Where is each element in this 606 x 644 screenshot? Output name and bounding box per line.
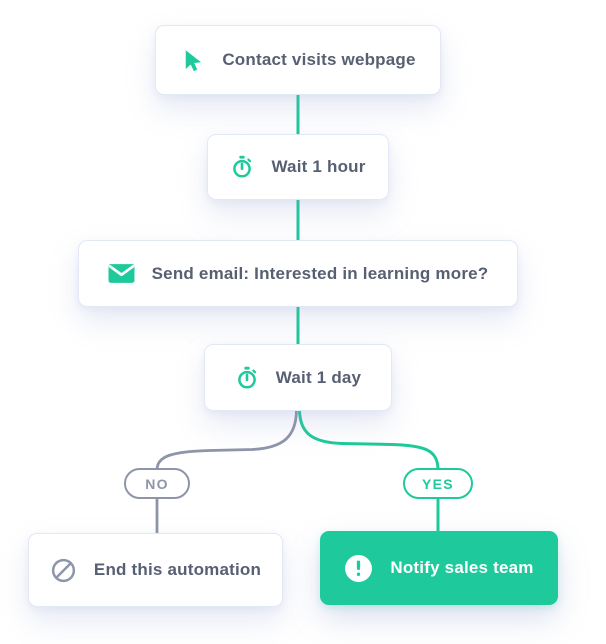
node-wait-1-day[interactable]: Wait 1 day [204,344,392,411]
cursor-icon [180,48,205,73]
branch-curve-yes [298,407,440,472]
branch-label-no: NO [145,475,169,492]
branch-pill-yes[interactable]: YES [403,468,473,499]
node-send-email[interactable]: Send email: Interested in learning more? [78,240,518,307]
branch-curve-no [155,407,298,472]
node-end-this-automation[interactable]: End this automation [28,533,283,607]
node-label: Send email: Interested in learning more? [151,263,489,283]
branch-pill-no[interactable]: NO [124,468,190,499]
node-notify-sales-team[interactable]: Notify sales team [320,531,558,605]
node-label: Wait 1 hour [271,157,366,176]
node-wait-1-hour[interactable]: Wait 1 hour [207,134,389,200]
node-label: End this automation [93,560,262,579]
node-label: Notify sales team [390,558,534,577]
stopwatch-icon [230,155,254,179]
exclamation-icon [344,554,373,583]
stopwatch-icon [235,366,259,390]
branch-label-yes: YES [422,475,454,492]
node-label: Wait 1 day [275,367,362,387]
no-entry-icon [50,557,77,584]
node-label: Contact visits webpage [222,50,416,69]
envelope-icon [108,263,135,284]
node-contact-visits-webpage[interactable]: Contact visits webpage [155,25,441,95]
